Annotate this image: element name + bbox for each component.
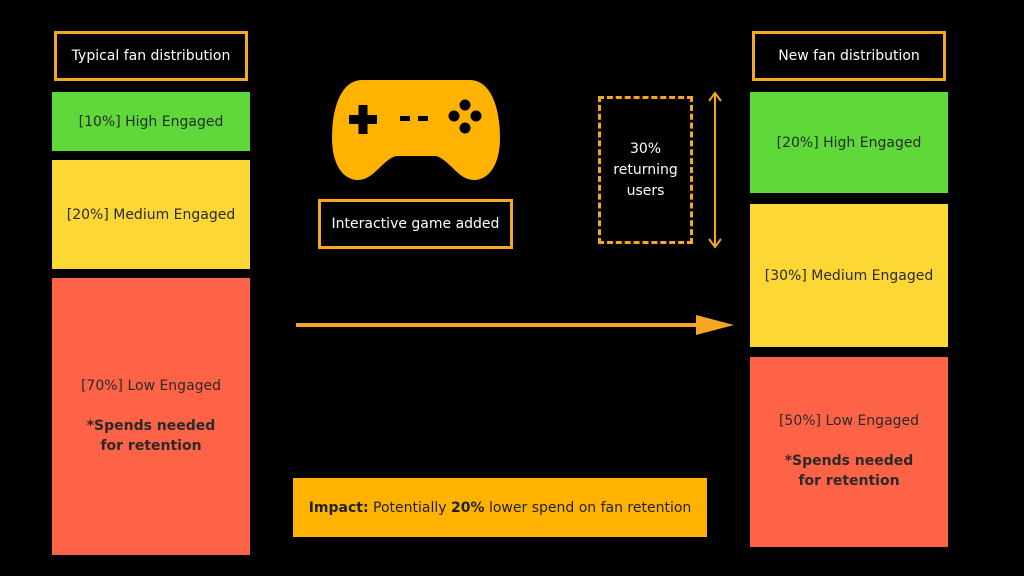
right-low-engaged-block: [50%] Low Engaged *Spends needed for ret… — [750, 357, 948, 547]
returning-users-label: 30% returning users — [613, 140, 678, 199]
left-low-note: *Spends needed for retention — [86, 417, 216, 454]
game-added-label: Interactive game added — [331, 216, 500, 232]
right-high-label: [20%] High Engaged — [776, 134, 922, 151]
impact-banner: Impact: Potentially 20% lower spend on f… — [293, 478, 707, 537]
impact-text-after: lower spend on fan retention — [488, 499, 692, 516]
right-medium-engaged-block: [30%] Medium Engaged — [750, 204, 948, 347]
left-header-label: Typical fan distribution — [71, 48, 231, 64]
left-high-label: [10%] High Engaged — [78, 113, 224, 130]
right-high-engaged-block: [20%] High Engaged — [750, 92, 948, 193]
right-low-note: *Spends needed for retention — [784, 453, 914, 489]
left-high-engaged-block: [10%] High Engaged — [52, 92, 250, 151]
impact-label: Impact: — [308, 499, 369, 516]
impact-highlight: 20% — [451, 499, 485, 516]
double-arrow-icon — [708, 91, 722, 249]
right-medium-label: [30%] Medium Engaged — [764, 267, 934, 284]
right-low-label: [50%] Low Engaged — [778, 413, 920, 429]
right-header: New fan distribution — [752, 31, 946, 81]
left-header: Typical fan distribution — [54, 31, 248, 81]
left-medium-engaged-block: [20%] Medium Engaged — [52, 160, 250, 269]
left-medium-label: [20%] Medium Engaged — [66, 206, 236, 223]
impact-text-before: Potentially — [373, 499, 447, 516]
right-arrow-icon — [296, 315, 734, 335]
gamepad-icon — [332, 80, 500, 180]
returning-users-box: 30% returning users — [598, 96, 693, 244]
right-header-label: New fan distribution — [778, 48, 920, 64]
game-added-box: Interactive game added — [318, 199, 513, 249]
left-low-label: [70%] Low Engaged — [80, 377, 222, 394]
left-low-engaged-block: [70%] Low Engaged *Spends needed for ret… — [52, 278, 250, 555]
